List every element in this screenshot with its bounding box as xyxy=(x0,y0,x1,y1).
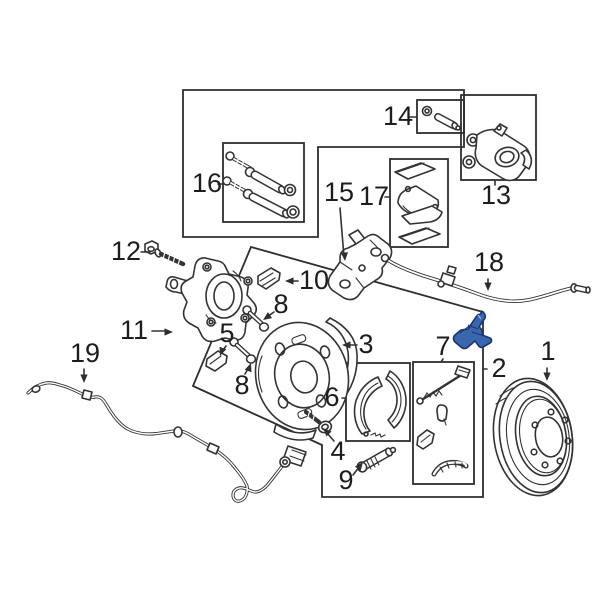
hardware-kit-drawing xyxy=(416,365,471,477)
retainer-clip-drawing xyxy=(257,267,281,290)
brake-shoes-drawing xyxy=(353,370,407,438)
caliper-bracket-drawing xyxy=(327,229,393,301)
brake-hose-drawing xyxy=(380,253,591,303)
callout-3[interactable]: 3 xyxy=(358,329,374,359)
caliper-drawing xyxy=(462,123,533,182)
callout-10[interactable]: 10 xyxy=(298,265,330,295)
bleeder-kit-drawing xyxy=(421,105,461,131)
callout-12[interactable]: 12 xyxy=(110,236,142,266)
callout-1[interactable]: 1 xyxy=(540,336,556,366)
anchor-pin-lower-drawing xyxy=(229,337,257,364)
parking-brake-lever-highlighted[interactable] xyxy=(452,310,493,350)
callout-9[interactable]: 9 xyxy=(338,465,354,495)
group-box-14 xyxy=(416,99,465,134)
hub-assembly-drawing xyxy=(165,257,258,343)
callout-5[interactable]: 5 xyxy=(219,318,235,348)
callout-17[interactable]: 17 xyxy=(358,181,390,211)
callout-14[interactable]: 14 xyxy=(382,101,414,131)
leader-lines xyxy=(80,116,551,476)
callout-4[interactable]: 4 xyxy=(330,436,346,466)
callout-6[interactable]: 6 xyxy=(324,382,340,412)
abs-sensor-wire-drawing xyxy=(26,381,307,503)
hub-bolt-drawing xyxy=(144,240,186,267)
backing-plate-drawing xyxy=(254,317,358,441)
group-box-17 xyxy=(389,158,449,248)
callout-8-lower[interactable]: 8 xyxy=(234,370,250,400)
anchor-pin-upper-drawing xyxy=(242,305,270,332)
group-box-6 xyxy=(345,362,411,442)
group-box-7 xyxy=(412,361,475,485)
callout-16[interactable]: 16 xyxy=(191,168,223,198)
group-box-main xyxy=(182,89,465,238)
callout-2[interactable]: 2 xyxy=(491,353,507,383)
callout-13[interactable]: 13 xyxy=(480,180,512,210)
callout-19[interactable]: 19 xyxy=(69,338,101,368)
callout-15[interactable]: 15 xyxy=(323,177,355,207)
callout-8-upper[interactable]: 8 xyxy=(273,289,289,319)
brake-rotor-drawing xyxy=(492,377,574,497)
group-box-13 xyxy=(460,94,537,181)
clip-block-drawing xyxy=(205,350,228,372)
callout-7[interactable]: 7 xyxy=(435,331,451,361)
callout-11[interactable]: 11 xyxy=(119,315,149,345)
guide-pin-kit-drawing xyxy=(222,151,300,219)
pad-kit-drawing xyxy=(394,162,443,245)
callout-18[interactable]: 18 xyxy=(473,247,505,277)
